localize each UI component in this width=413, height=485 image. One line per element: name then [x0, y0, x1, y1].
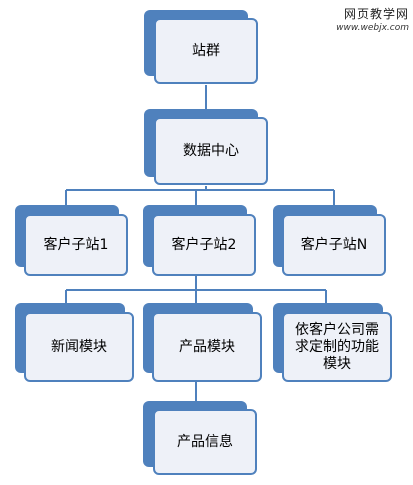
node-siteN-label: 客户子站N — [282, 214, 386, 276]
node-custom-label: 依客户公司需求定制的功能模块 — [282, 312, 392, 382]
node-site2-label: 客户子站2 — [152, 214, 256, 276]
node-product-label: 产品模块 — [152, 312, 262, 382]
node-news-label: 新闻模块 — [24, 312, 134, 382]
node-product-info-label: 产品信息 — [153, 409, 257, 475]
node-data-center-label: 数据中心 — [154, 117, 268, 185]
watermark-title: 网页教学网 — [343, 7, 409, 21]
watermark-url: www.webjx.com — [336, 23, 409, 33]
node-site1-label: 客户子站1 — [24, 214, 128, 276]
watermark: 网页教学网 www.webjx.com — [336, 5, 409, 33]
node-root-label: 站群 — [154, 18, 258, 84]
